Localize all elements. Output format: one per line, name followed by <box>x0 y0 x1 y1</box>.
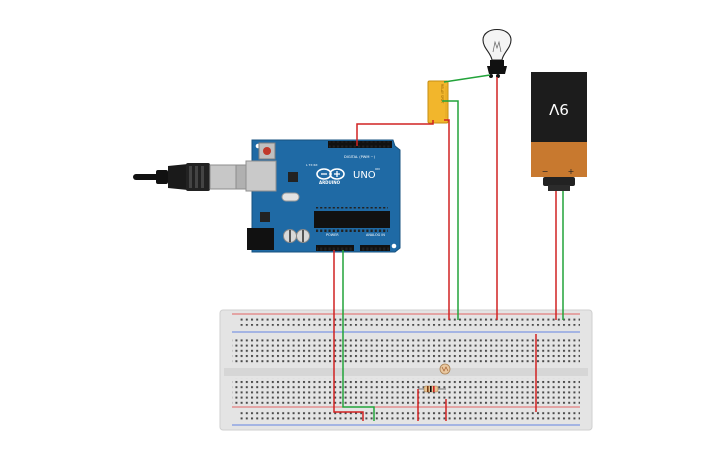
wire-red[interactable] <box>356 120 434 146</box>
terminal-strip-bottom <box>232 378 580 404</box>
battery-band <box>531 142 587 177</box>
center-channel <box>224 368 588 376</box>
photoresistor[interactable] <box>439 363 451 375</box>
bottom-rail-holes-1 <box>240 410 580 415</box>
wire-green[interactable] <box>442 100 459 320</box>
analog-header-pins <box>361 245 389 251</box>
power-label: POWER <box>326 233 339 237</box>
battery-label: 9V <box>548 100 569 118</box>
battery-minus-label: − <box>542 167 549 176</box>
relay-label: RELAY SPDT <box>440 84 444 103</box>
wire-red[interactable] <box>444 119 450 320</box>
terminal-strip-top <box>232 339 580 365</box>
mount-hole <box>391 243 397 249</box>
bottom-rail-holes-2 <box>240 417 580 422</box>
breadboard[interactable] <box>219 309 593 431</box>
battery-clip <box>543 177 575 186</box>
power-header-pins <box>317 245 353 251</box>
reset-button-cap <box>263 147 271 155</box>
chip-pins-top <box>316 207 388 210</box>
bulb-socket <box>490 60 504 66</box>
analog-label: ANALOG IN <box>366 233 385 237</box>
wires <box>333 74 564 421</box>
usb-cable[interactable] <box>133 163 251 191</box>
wire-green[interactable] <box>342 250 375 421</box>
battery-body <box>531 72 587 147</box>
battery-9v[interactable]: 9V − + <box>531 72 587 191</box>
regulator-chip <box>260 212 270 222</box>
uno-model-text: UNO <box>353 170 376 181</box>
power-jack <box>247 228 274 250</box>
resistor[interactable] <box>418 385 446 393</box>
wire-red[interactable] <box>333 250 364 421</box>
top-rail-holes-2 <box>240 324 580 329</box>
on-label: ON <box>375 167 380 171</box>
arduino-logo <box>316 168 345 180</box>
wire-green[interactable] <box>443 74 491 83</box>
bulb-filament <box>492 40 502 53</box>
crystal <box>281 192 300 202</box>
battery-plus-label: + <box>568 167 575 176</box>
relay[interactable]: RELAY SPDT <box>427 80 449 124</box>
digital-label: DIGITAL (PWM ~) <box>344 155 376 159</box>
atmega-chip <box>314 211 390 228</box>
light-bulb[interactable] <box>482 28 512 79</box>
led-labels: L TX RX <box>306 163 318 167</box>
arduino-uno-board[interactable]: DIGITAL (PWM ~) L TX RX ARDUINO UNO ON P… <box>245 139 401 253</box>
arduino-brand-text: ARDUINO <box>319 180 341 185</box>
usb-chip <box>288 172 298 182</box>
chip-pins-bottom <box>316 229 388 232</box>
usb-port <box>245 160 277 192</box>
digital-header-pins <box>329 141 391 148</box>
top-rail-holes-1 <box>240 317 580 322</box>
